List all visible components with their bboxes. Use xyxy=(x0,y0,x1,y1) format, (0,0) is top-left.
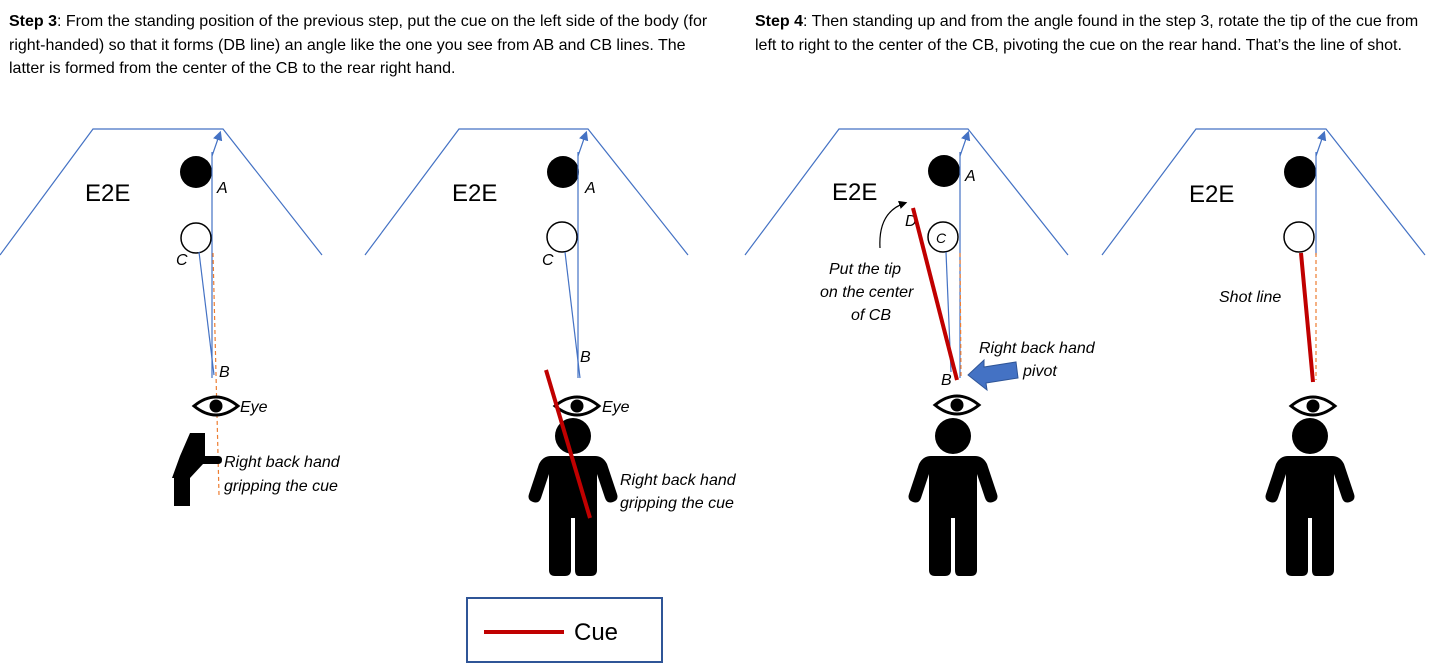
object-ball xyxy=(1284,156,1316,188)
side-person-icon xyxy=(172,433,222,506)
hand-label-line1: Right back hand xyxy=(224,454,341,471)
table-rail xyxy=(1101,128,1426,256)
shot-line-label: Shot line xyxy=(1219,289,1281,306)
label-c: C xyxy=(176,252,188,269)
tip-label-line3: of CB xyxy=(851,307,891,324)
eye-icon xyxy=(553,395,601,417)
pivot-label-line2: pivot xyxy=(1022,363,1057,380)
object-ball xyxy=(180,156,212,188)
panel-2: E2E A C B Eye Right back hand gripping t… xyxy=(364,128,737,576)
step-4-label: Step 4 xyxy=(755,13,804,30)
pivot-label-line1: Right back hand xyxy=(979,340,1096,357)
aim-arrow xyxy=(959,130,971,157)
label-eye: Eye xyxy=(602,399,630,416)
cue-ball xyxy=(546,221,578,253)
label-b: B xyxy=(941,372,952,389)
panel-1: E2E A C B Eye Right back hand gripping t… xyxy=(0,128,341,506)
cue-ball xyxy=(1283,221,1315,253)
label-c: C xyxy=(936,230,947,246)
person-icon xyxy=(908,418,998,576)
rotate-arrow xyxy=(879,200,908,249)
label-a: A xyxy=(216,180,228,197)
e2e-label: E2E xyxy=(85,180,130,207)
hand-label-line2: gripping the cue xyxy=(224,478,338,495)
pivot-arrow-icon xyxy=(967,358,1019,392)
label-a: A xyxy=(964,168,976,185)
step-3-label: Step 3 xyxy=(9,13,58,30)
panel-4: E2E Shot line xyxy=(1101,128,1426,576)
label-b: B xyxy=(580,349,591,366)
legend-label: Cue xyxy=(574,619,618,646)
eye-icon xyxy=(1289,395,1337,417)
eye-icon xyxy=(933,394,981,416)
person-icon xyxy=(1265,418,1355,576)
table-rail xyxy=(0,128,323,256)
tip-label-line2: on the center xyxy=(820,284,914,301)
cb-line xyxy=(564,251,581,379)
e2e-label: E2E xyxy=(1189,181,1234,208)
object-ball xyxy=(547,156,579,188)
aim-arrow xyxy=(211,130,223,157)
eye-icon xyxy=(192,395,240,417)
dashed-line xyxy=(212,252,220,496)
person-icon xyxy=(528,418,618,576)
label-c: C xyxy=(542,252,554,269)
legend: Cue xyxy=(466,597,663,663)
cue-ball xyxy=(927,221,959,253)
table-rail xyxy=(744,128,1069,256)
label-a: A xyxy=(584,180,596,197)
hand-label-line2: gripping the cue xyxy=(620,495,734,512)
step-4-instructions: Step 4: Then standing up and from the an… xyxy=(755,10,1420,57)
table-rail xyxy=(364,128,689,256)
aim-arrow xyxy=(577,130,589,157)
cue-stick xyxy=(544,369,592,519)
step-3-text: : From the standing position of the prev… xyxy=(9,13,708,77)
label-eye: Eye xyxy=(240,399,268,416)
cue-stick xyxy=(1299,252,1315,383)
step-3-instructions: Step 3: From the standing position of th… xyxy=(9,10,709,81)
aim-arrow xyxy=(1315,130,1327,157)
hand-label-line1: Right back hand xyxy=(620,472,737,489)
cue-ball xyxy=(180,222,212,254)
label-b: B xyxy=(219,364,230,381)
object-ball xyxy=(928,155,960,187)
e2e-label: E2E xyxy=(452,180,497,207)
step-4-text: : Then standing up and from the angle fo… xyxy=(755,13,1419,54)
panel-3: E2E A C D B Put the tip on the center of… xyxy=(744,128,1096,576)
e2e-label: E2E xyxy=(832,179,877,206)
tip-label-line1: Put the tip xyxy=(829,261,901,278)
cue-stick xyxy=(911,207,959,381)
cb-line xyxy=(198,251,215,376)
